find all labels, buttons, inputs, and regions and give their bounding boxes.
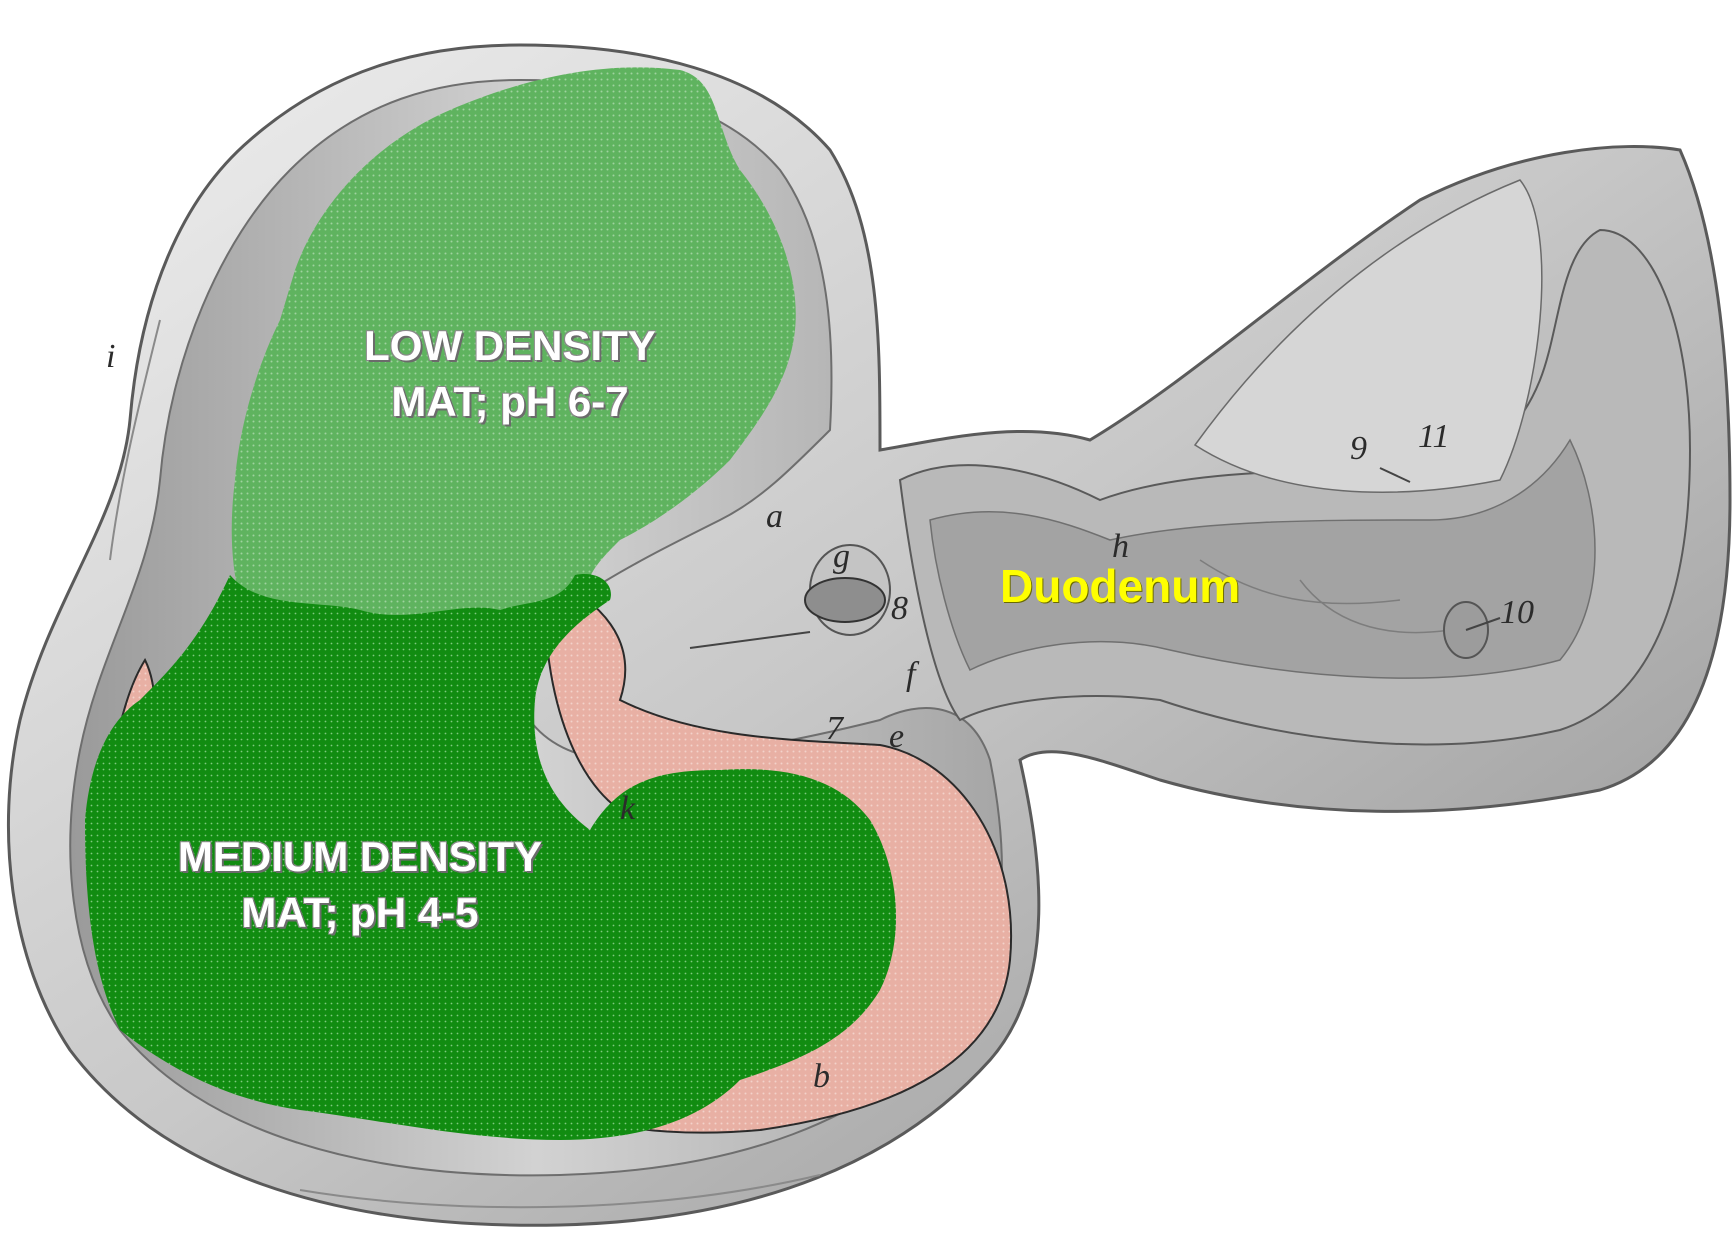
low-density-line-2: MAT; pH 6-7	[330, 374, 690, 430]
letter-f: f	[906, 658, 915, 692]
number-10: 10	[1500, 596, 1534, 630]
medium-density-line-2: MAT; pH 4-5	[145, 885, 575, 941]
letter-e: e	[889, 720, 904, 754]
low-density-label: LOW DENSITY MAT; pH 6-7	[330, 318, 690, 430]
letter-a: a	[766, 500, 783, 534]
duodenum-label: Duodenum	[1000, 558, 1240, 614]
letter-i: i	[106, 340, 115, 374]
medium-density-label: MEDIUM DENSITY MAT; pH 4-5	[145, 829, 575, 941]
letter-g: g	[833, 540, 850, 574]
number-9: 9	[1350, 432, 1367, 466]
letter-b: b	[813, 1060, 830, 1094]
number-11: 11	[1418, 420, 1449, 454]
orifice-oval	[805, 578, 885, 622]
number-7: 7	[826, 712, 843, 746]
low-density-line-1: LOW DENSITY	[330, 318, 690, 374]
number-8: 8	[891, 592, 908, 626]
letter-k: k	[620, 792, 635, 826]
medium-density-line-1: MEDIUM DENSITY	[145, 829, 575, 885]
